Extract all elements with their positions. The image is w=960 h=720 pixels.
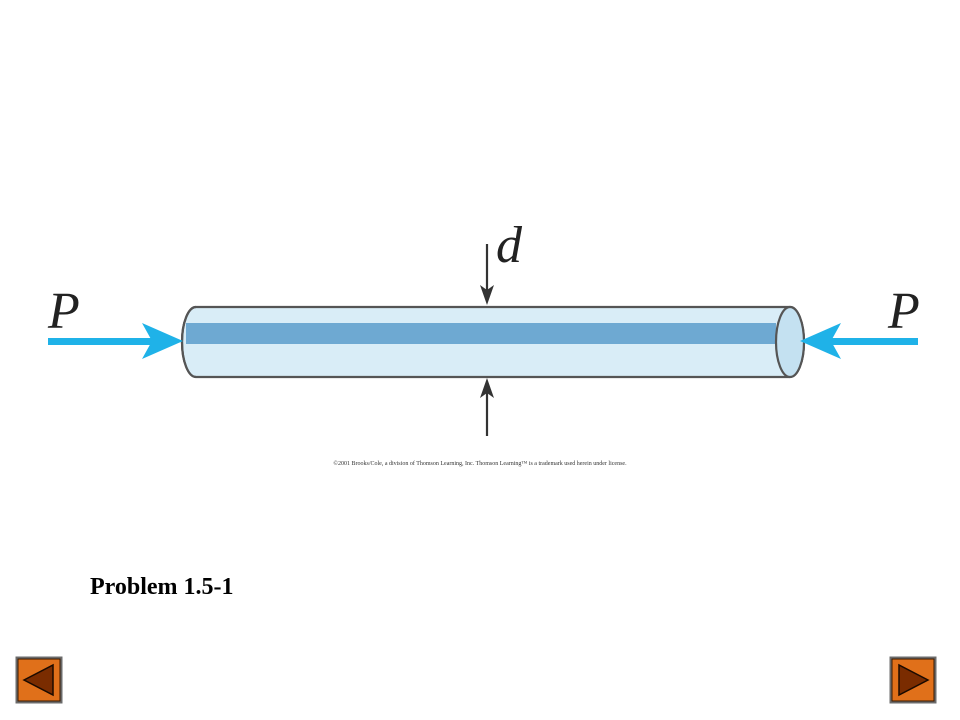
- previous-slide-button[interactable]: [15, 656, 63, 704]
- diameter-arrow-bottom: [480, 378, 494, 436]
- next-slide-button[interactable]: [889, 656, 937, 704]
- triangle-right-icon: [889, 656, 937, 704]
- copyright-notice: ©2001 Brooks/Cole, a division of Thomson…: [333, 461, 627, 467]
- diameter-arrow-top: [480, 244, 494, 305]
- problem-title: Problem 1.5-1: [90, 574, 234, 600]
- load-arrow-left: [48, 323, 183, 359]
- diameter-label: d: [496, 217, 523, 274]
- bar-highlight-stripe: [186, 323, 776, 344]
- load-label-right: P: [887, 283, 920, 340]
- load-label-left: P: [47, 283, 80, 340]
- bar-end-face: [774, 305, 806, 379]
- triangle-left-icon: [15, 656, 63, 704]
- load-arrow-right: [800, 323, 918, 359]
- bar-left-end: [180, 305, 197, 379]
